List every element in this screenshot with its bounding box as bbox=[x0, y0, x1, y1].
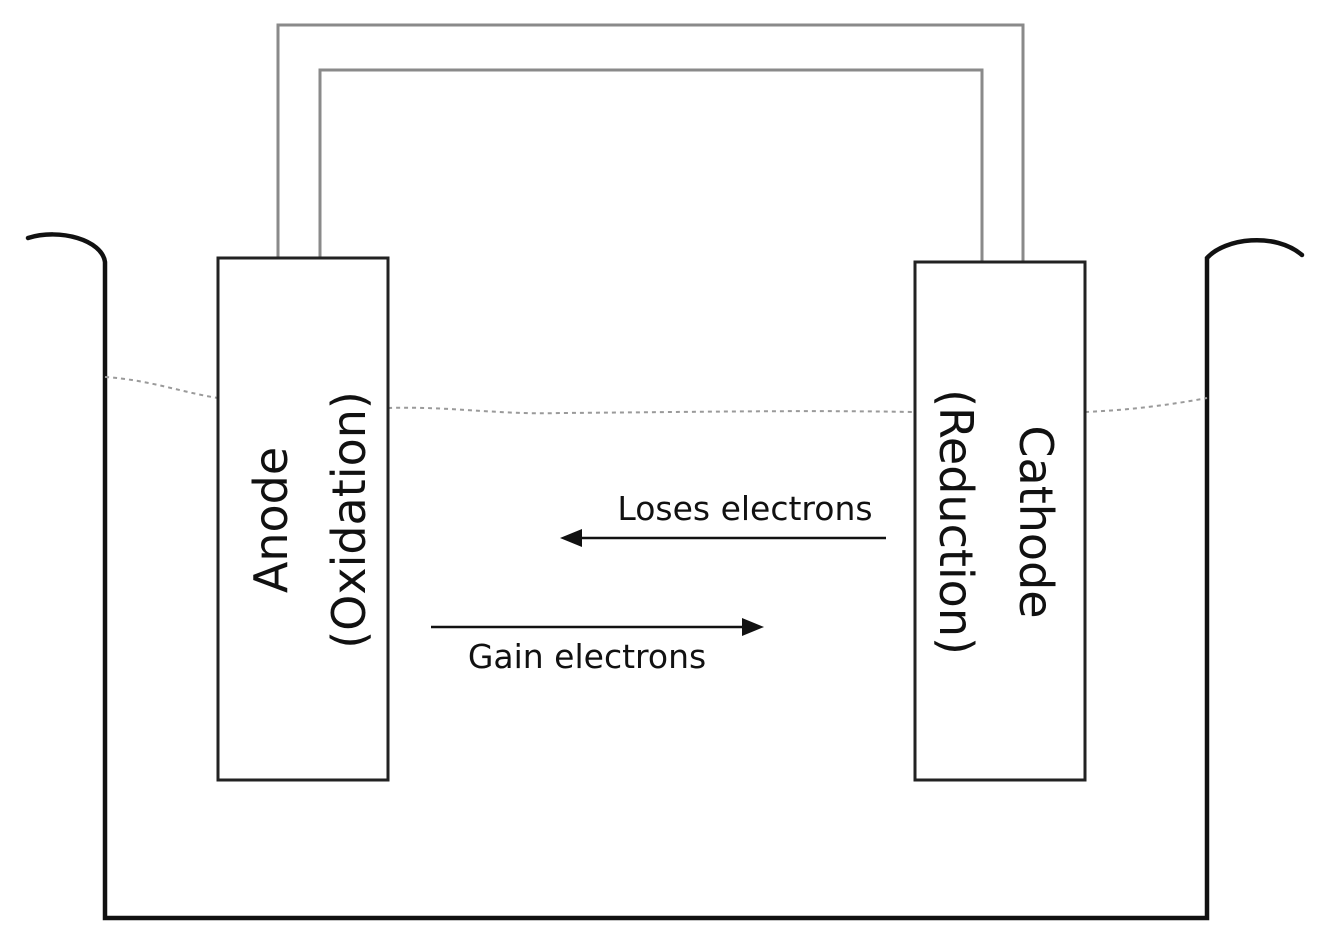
anode-electrode: Anode (Oxidation) bbox=[216, 256, 390, 782]
loses-electrons-label: Loses electrons bbox=[617, 489, 872, 528]
cathode-electrode: Cathode (Reduction) bbox=[913, 260, 1087, 782]
cathode-rect bbox=[913, 260, 1087, 782]
gain-electrons-arrow: Gain electrons bbox=[431, 618, 764, 676]
wire-outer-line bbox=[276, 23, 1025, 262]
external-wire bbox=[276, 23, 1025, 262]
gain-arrow-head bbox=[742, 618, 764, 636]
anode-process-label: (Oxidation) bbox=[322, 391, 376, 649]
anode-rect bbox=[216, 256, 390, 782]
gain-electrons-label: Gain electrons bbox=[468, 637, 706, 676]
loses-arrow-head bbox=[560, 529, 582, 547]
loses-electrons-arrow: Loses electrons bbox=[560, 489, 886, 547]
anode-label: Anode bbox=[244, 447, 298, 593]
cathode-process-label: (Reduction) bbox=[929, 389, 983, 655]
electrolyte-surface-line bbox=[104, 376, 1208, 415]
beaker-outline bbox=[25, 232, 1305, 921]
wire-inner-line bbox=[318, 68, 984, 262]
cathode-label: Cathode bbox=[1009, 425, 1063, 618]
